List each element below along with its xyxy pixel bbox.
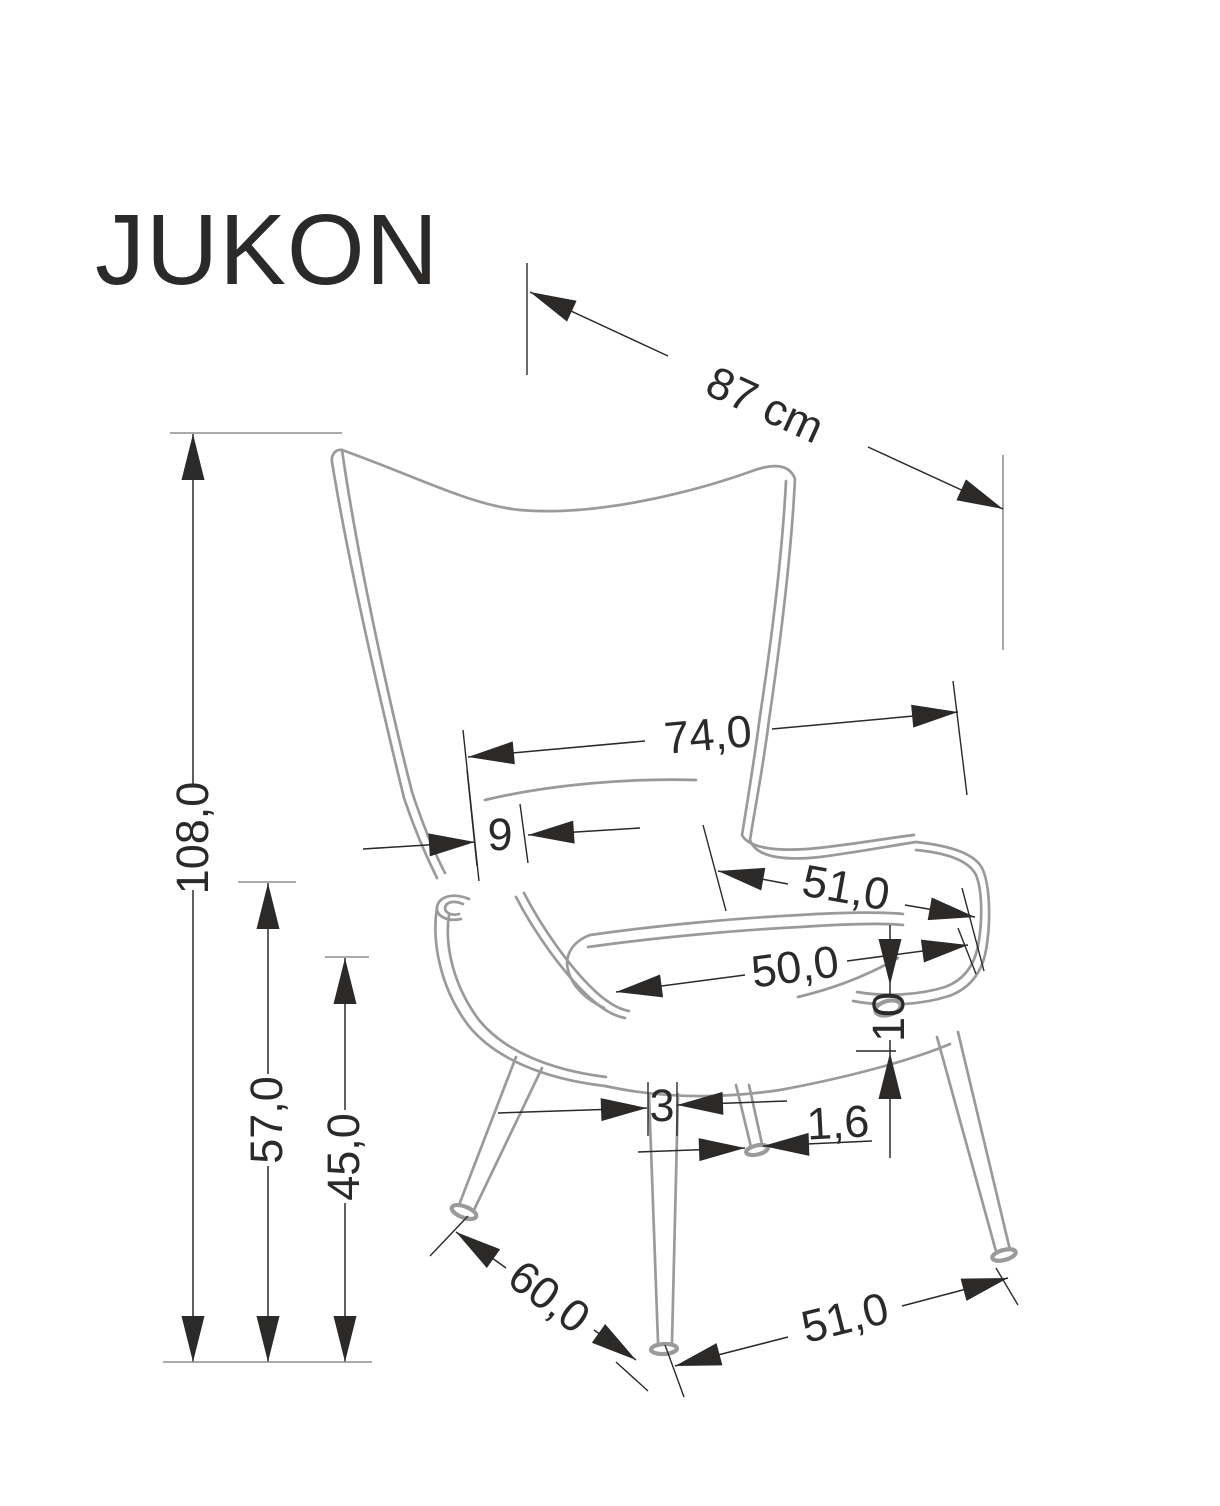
dim-seat-depth-ext-right	[961, 887, 985, 972]
back-right-edge-inner	[740, 479, 788, 837]
left-arm-piping	[446, 913, 608, 1079]
product-title: JUKON	[95, 194, 439, 306]
arrowhead	[878, 1053, 902, 1099]
dim-depth-overall: 87 cm	[526, 263, 1004, 650]
dim-total-height: 108,0	[167, 432, 342, 1362]
back-left-edge-inner	[340, 448, 447, 875]
front-right-leg-edge-a	[647, 1092, 660, 1344]
back-right-edge-outer	[748, 477, 797, 842]
backrest-bottom-arc	[483, 778, 698, 802]
dim-base-depth-ext-bottom	[615, 1361, 649, 1392]
arrowhead	[698, 1138, 745, 1162]
dim-armrest-height: 57,0	[238, 881, 296, 1362]
dim-label-seat-depth: 51,0	[798, 855, 893, 921]
arrowhead	[468, 741, 515, 765]
dim-back-width: 74,0	[462, 680, 968, 882]
dim-label-back-width: 74,0	[662, 705, 754, 764]
arrowhead	[763, 1132, 810, 1156]
dim-seat-height: 45,0	[318, 956, 369, 1362]
arrowhead	[927, 897, 975, 921]
seat-front-corner	[565, 933, 606, 1010]
right-arm-outer	[851, 840, 991, 1006]
arrowhead	[911, 704, 958, 728]
dim-label-seat-height: 45,0	[318, 1113, 369, 1201]
seat-side-button	[873, 998, 903, 1018]
dim-label-wing-thickness: 9	[487, 809, 512, 860]
arrowhead	[600, 1098, 647, 1122]
front-left-leg-edge-a	[457, 1055, 518, 1207]
left-arm-curl-outer	[435, 894, 471, 922]
dim-cushion-thickness: 10	[856, 925, 914, 1158]
dim-seat-width: 50,0	[615, 927, 977, 998]
dim-wing-ext-right	[519, 803, 529, 864]
rear-left-leg-edge-a	[734, 1083, 753, 1149]
dim-back-width-ext-right	[952, 680, 968, 796]
front-right-foot-cap	[648, 1341, 680, 1357]
cushion-left-edge-b	[522, 891, 631, 1013]
left-arm-curl-inner	[443, 900, 465, 916]
arrowhead	[675, 1343, 723, 1366]
front-left-foot-cap	[449, 1202, 479, 1222]
dim-label-base-depth: 60,0	[499, 1250, 600, 1343]
rear-right-foot-cap	[990, 1247, 1018, 1263]
dim-base-depth: 60,0	[429, 1215, 649, 1392]
arrowhead	[256, 883, 280, 929]
dim-base-width-ext-right	[995, 1267, 1019, 1306]
back-left-ear-tip	[330, 448, 344, 464]
dim-label-rear-leg-width: 1,6	[805, 1095, 870, 1149]
arrowhead	[181, 434, 205, 480]
dim-seat-depth-ext-left	[702, 824, 727, 912]
dim-base-depth-ext-top	[429, 1215, 469, 1257]
dim-label-total-height: 108,0	[167, 782, 218, 895]
dim-label-front-leg-width: 3	[649, 1080, 674, 1131]
cushion-left-edge-a	[514, 895, 627, 1020]
seat-top-piping	[586, 922, 905, 949]
arrowhead	[456, 1232, 501, 1269]
arrowhead	[333, 958, 357, 1004]
rear-left-leg-edge-b	[747, 1083, 764, 1146]
arrowhead	[878, 939, 902, 985]
dim-label-cushion-thickness: 10	[863, 992, 914, 1042]
seat-base-bottom-edge	[603, 1042, 952, 1098]
back-to-arm-outer	[748, 838, 918, 860]
rear-left-foot-cap	[744, 1142, 770, 1158]
dim-label-armrest-height: 57,0	[241, 1076, 292, 1164]
arrowhead	[718, 867, 766, 891]
rear-right-leg-edge-b	[956, 1030, 1012, 1252]
dim-base-width-ext-left	[664, 1344, 685, 1398]
dim-label-seat-width: 50,0	[748, 935, 842, 997]
seat-top-edge	[588, 911, 905, 937]
dim-label-base-width: 51,0	[796, 1282, 893, 1353]
back-to-arm-inner	[740, 833, 916, 851]
front-left-leg-edge-b	[471, 1066, 544, 1214]
arrowhead	[528, 820, 575, 844]
dim-label-depth-overall: 87 cm	[699, 356, 832, 453]
dim-front-leg-width: 3	[497, 1080, 788, 1136]
arrowhead	[181, 1316, 205, 1362]
dim-wing-ext-left	[466, 769, 478, 867]
dim-seat-depth: 51,0	[702, 824, 985, 972]
arrowhead	[428, 833, 475, 857]
arrowhead	[960, 1278, 1008, 1301]
arrowhead	[333, 1316, 357, 1362]
arrowhead	[920, 939, 968, 963]
dim-base-width: 51,0	[664, 1267, 1019, 1398]
chair-drawing	[330, 448, 1018, 1357]
arrowhead	[616, 974, 664, 998]
arrowhead	[956, 479, 1003, 509]
left-arm-outer-edge	[434, 905, 607, 1088]
back-top-edge	[340, 448, 797, 513]
dim-wing-thickness: 9	[362, 769, 641, 867]
arrowhead	[591, 1323, 636, 1360]
dim-seat-width-ext-right	[957, 927, 977, 975]
arrowhead	[677, 1091, 724, 1115]
dim-rear-leg-width: 1,6	[637, 1095, 873, 1162]
arrowhead	[256, 1316, 280, 1362]
rear-right-leg-edge-a	[935, 1035, 999, 1257]
arrowhead	[530, 292, 577, 322]
